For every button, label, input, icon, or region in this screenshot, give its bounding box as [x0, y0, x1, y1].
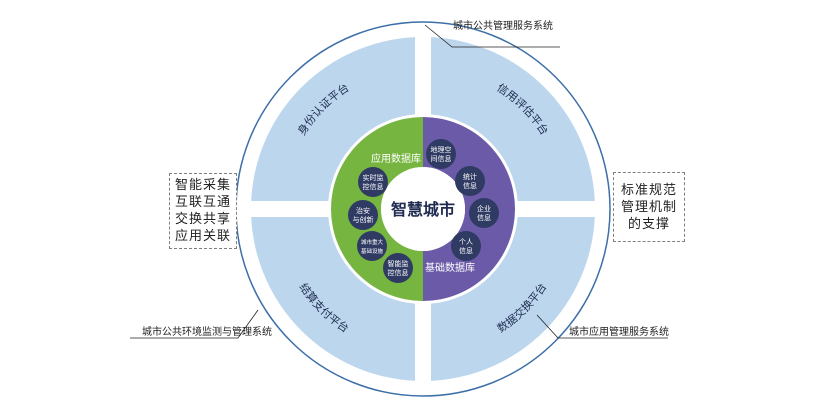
quadrant-bottom-right: [430, 216, 595, 381]
center-title: 智慧城市: [391, 200, 455, 219]
base-db-item-circle: [469, 198, 499, 228]
inner-right-label: 基础数据库: [425, 261, 475, 274]
app-db-item-label: 城市重大: [361, 238, 384, 246]
base-db-item-circle: [426, 139, 456, 169]
app-db-item-circle: [383, 253, 413, 283]
base-db-item-label: 信息: [463, 181, 477, 190]
app-db-item-circle: [348, 200, 378, 230]
callout-bottom-left-label: 城市公共环境监测与管理系统: [142, 327, 272, 338]
app-db-item-label: 智能监: [388, 259, 409, 268]
quadrant-top-left: [251, 37, 416, 202]
right-box-line: 管理机制: [620, 199, 677, 215]
base-db-item-label: 个人: [459, 238, 473, 246]
base-db-item-label: 信息: [459, 246, 473, 255]
base-db-item-circle: [451, 231, 481, 261]
app-db-item-label: 控信息: [388, 268, 409, 277]
callout-bottom-left-line: [130, 309, 259, 339]
center-circle: [381, 167, 465, 251]
callout-top-label: 城市公共管理服务系统: [453, 21, 553, 32]
base-db-item-label: 地理空: [431, 145, 452, 154]
callout-bottom-right-line: [536, 314, 668, 339]
inner-left-label: 应用数据库: [371, 152, 421, 165]
app-db-item-label: 治安: [356, 206, 370, 215]
right-box-line: 的支撑: [627, 216, 670, 232]
right-feature-box: 标准规范 管理机制 的支撑: [613, 172, 685, 242]
base-db-item-circle: [455, 166, 485, 196]
app-db-item-circle: [358, 167, 388, 197]
app-db-item-circle: [357, 231, 387, 261]
base-db-item-label: 间信息: [431, 154, 452, 163]
app-db-item-label: 与创新: [353, 215, 374, 224]
app-db-item-label: 控信息: [363, 182, 384, 191]
callout-bottom-right-label: 城市应用管理服务系统: [569, 327, 669, 338]
left-box-line: 互联互通: [174, 195, 231, 210]
quadrant-bottom-left: [251, 216, 416, 381]
quadrant-top-right: [430, 37, 595, 202]
left-box-line: 交换共享: [174, 212, 231, 227]
left-box-line: 应用关联: [174, 229, 231, 244]
callout-top-line: [424, 24, 560, 48]
app-db-item-label: 实时监: [363, 173, 384, 182]
inner-items: 实时监控信息治安与创新城市重大基础设施智能监控信息地理空间信息统计信息企业信息个…: [348, 139, 499, 283]
quadrant-band: [251, 37, 595, 381]
left-box-line: 智能采集: [174, 178, 231, 193]
base-db-item-label: 统计: [463, 172, 477, 181]
left-feature-box: 智能采集 互联互通 交换共享 应用关联: [169, 173, 237, 249]
app-db-item-label: 基础设施: [361, 247, 384, 255]
right-box-line: 标准规范: [620, 182, 677, 198]
base-db-item-label: 企业: [477, 204, 491, 213]
base-db-item-label: 信息: [477, 213, 491, 222]
